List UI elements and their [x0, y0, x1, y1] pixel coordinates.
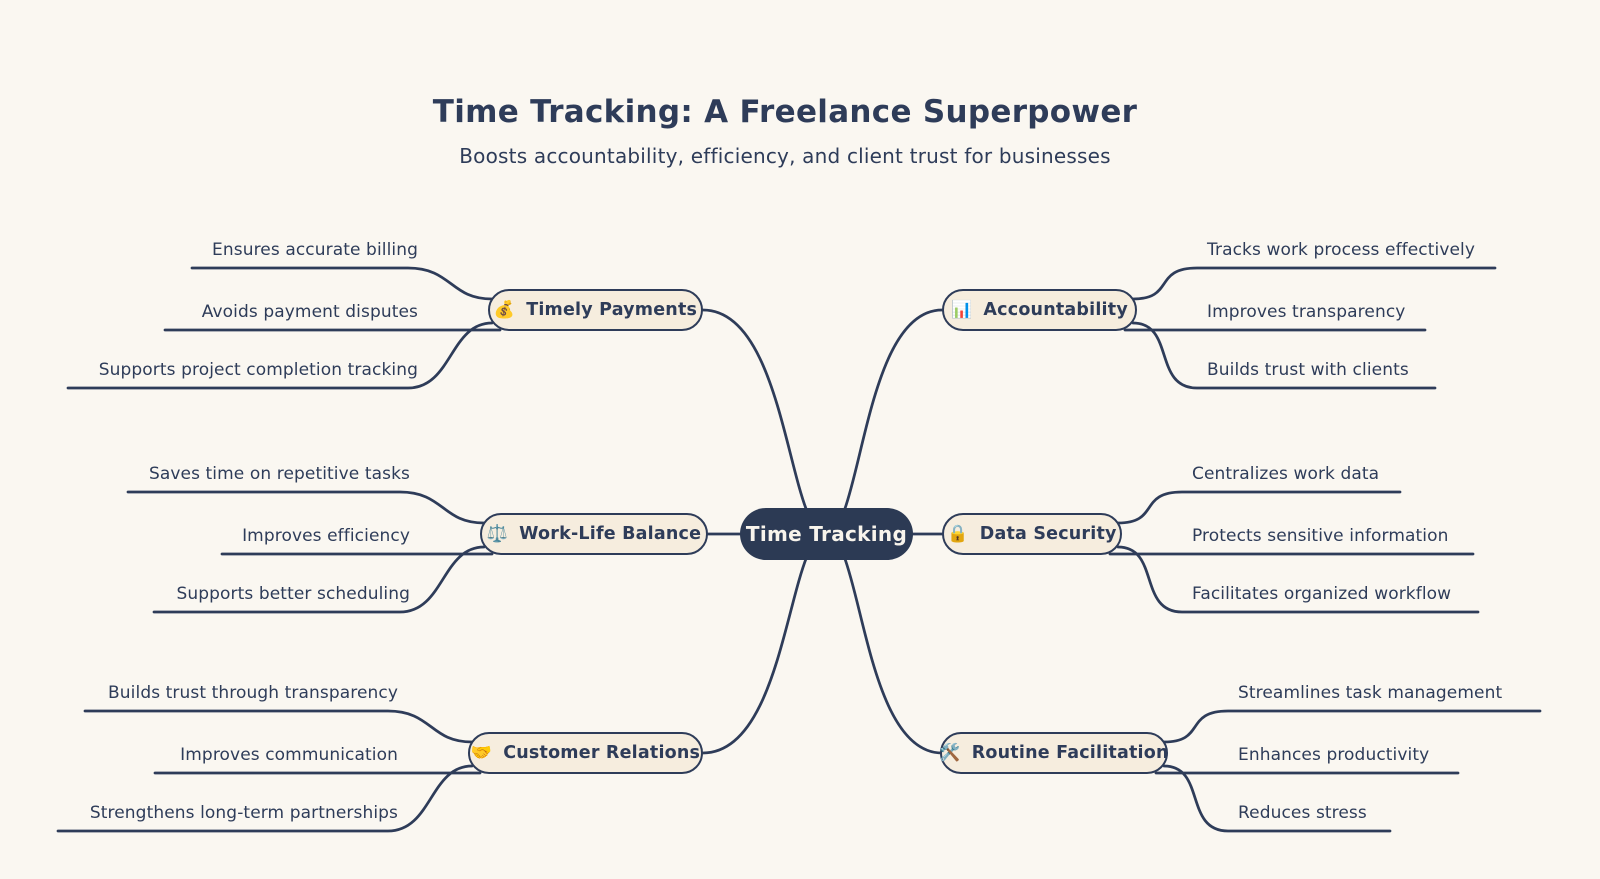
leaf-accountability-2: Builds trust with clients — [1207, 360, 1409, 380]
handshake-icon: 🤝 — [470, 742, 493, 763]
branch-label: Timely Payments — [526, 300, 698, 320]
link-customer-relations-child-2 — [56, 764, 474, 833]
link-accountability-child-2 — [1131, 321, 1437, 390]
lock-icon: 🔒 — [947, 523, 969, 544]
branch-label: Customer Relations — [503, 743, 701, 763]
branch-node-data-security: 🔒 Data Security — [942, 513, 1122, 555]
branch-node-work-life-balance: ⚖️ Work-Life Balance — [480, 513, 708, 555]
branch-label: Data Security — [979, 524, 1117, 544]
leaf-work-life-balance-2: Supports better scheduling — [176, 584, 410, 604]
link-timely-payments-child-0 — [190, 266, 494, 301]
link-root-timely-payments — [701, 308, 828, 536]
link-accountability-child-0 — [1131, 266, 1497, 301]
page-subtitle: Boosts accountability, efficiency, and c… — [459, 144, 1111, 168]
link-routine-facilitation-child-2 — [1162, 764, 1392, 833]
page-title: Time Tracking: A Freelance Superpower — [432, 94, 1138, 130]
leaf-routine-facilitation-0: Streamlines task management — [1238, 683, 1503, 703]
link-work-life-balance-child-2 — [152, 545, 486, 614]
root-node-label: Time Tracking — [745, 522, 908, 546]
leaf-data-security-2: Facilitates organized workflow — [1192, 584, 1452, 604]
link-timely-payments-child-2 — [66, 321, 494, 390]
link-data-security-child-0 — [1116, 490, 1402, 525]
leaf-customer-relations-0: Builds trust through transparency — [108, 683, 398, 703]
balance-scale-icon: ⚖️ — [486, 523, 509, 544]
leaf-data-security-1: Protects sensitive information — [1192, 526, 1449, 546]
leaf-accountability-1: Improves transparency — [1207, 302, 1406, 322]
leaf-timely-payments-0: Ensures accurate billing — [212, 240, 418, 260]
branch-node-routine-facilitation: 🛠️ Routine Facilitation — [939, 732, 1169, 774]
branch-label: Work-Life Balance — [519, 524, 702, 544]
leaf-work-life-balance-1: Improves efficiency — [242, 526, 410, 546]
branch-node-accountability: 📊 Accountability — [942, 289, 1137, 331]
leaf-timely-payments-2: Supports project completion tracking — [98, 360, 418, 380]
leaf-customer-relations-2: Strengthens long-term partnerships — [89, 803, 398, 823]
branch-node-timely-payments: 💰 Timely Payments — [488, 289, 703, 331]
link-root-customer-relations — [701, 532, 828, 755]
leaf-work-life-balance-0: Saves time on repetitive tasks — [148, 464, 410, 484]
link-customer-relations-child-0 — [83, 709, 474, 744]
leaf-accountability-0: Tracks work process effectively — [1207, 240, 1476, 260]
branch-node-customer-relations: 🤝 Customer Relations — [468, 732, 703, 774]
hammer-wrench-icon: 🛠️ — [939, 742, 961, 763]
leaf-timely-payments-1: Avoids payment disputes — [201, 302, 418, 322]
money-bag-icon: 💰 — [493, 299, 516, 320]
leaf-data-security-0: Centralizes work data — [1192, 464, 1380, 484]
leaf-customer-relations-1: Improves communication — [180, 745, 398, 765]
leaf-routine-facilitation-2: Reduces stress — [1238, 803, 1367, 823]
root-node-time-tracking: Time Tracking — [740, 508, 913, 560]
link-data-security-child-2 — [1116, 545, 1480, 614]
link-work-life-balance-child-0 — [126, 490, 486, 525]
branch-label: Routine Facilitation — [971, 743, 1169, 763]
link-routine-facilitation-child-0 — [1162, 709, 1542, 744]
leaf-routine-facilitation-1: Enhances productivity — [1238, 745, 1430, 765]
header: Time Tracking: A Freelance Superpower Bo… — [0, 90, 1570, 170]
branch-label: Accountability — [983, 300, 1128, 320]
link-root-routine-facilitation — [824, 532, 944, 755]
bar-chart-icon: 📊 — [951, 299, 973, 320]
link-root-accountability — [824, 308, 944, 536]
